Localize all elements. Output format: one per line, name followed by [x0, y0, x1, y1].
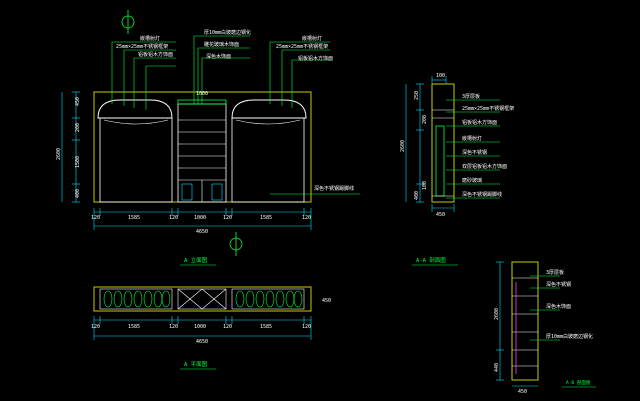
elev-hdim-5: 120 — [223, 215, 232, 221]
elevation-leaders — [111, 35, 360, 195]
elev-vdim-4: 1500 — [75, 156, 81, 168]
side-bottom-dim: 450 — [436, 212, 445, 218]
plan-hdim-2: 1585 — [128, 324, 140, 330]
detail-note-2: 深色不锈钢 — [546, 281, 571, 288]
section-marker-bottom — [229, 232, 243, 256]
plan-total-width: 4650 — [196, 339, 208, 345]
elevation-right-cabinet — [231, 117, 305, 203]
plan-hdim-6: 1585 — [260, 324, 272, 330]
side-note-1: 3厚层板 — [462, 93, 480, 100]
elevation-left-canopy — [97, 99, 173, 119]
side-top-dim-lines — [431, 76, 447, 84]
side-caption: A-A 剖面图 — [416, 256, 446, 264]
side-note-7: 磨砂玻璃 — [462, 177, 482, 184]
plan-hdim-1: 120 — [91, 324, 100, 330]
elevation-right-canopy — [231, 99, 307, 119]
side-vdim-5: 400 — [414, 191, 420, 200]
detail-caption: A-B 剖面图 — [566, 379, 591, 386]
detail-bottom-dim: 450 — [518, 389, 527, 395]
side-note-8: 深色不锈钢踢脚线 — [462, 191, 502, 198]
side-vdim-2: 200 — [422, 115, 428, 124]
front-elevation: 嵌槽射灯 25mm×25mm不锈钢框架 铝板铝木方饰面 厚10mm白玻磨边钢化 … — [56, 10, 360, 266]
lower-drawers — [181, 183, 223, 201]
elev-note-8: 25mm×25mm不锈钢框架 — [276, 43, 328, 50]
elev-note-1: 嵌槽射灯 — [140, 35, 160, 42]
elev-hdim-7: 120 — [302, 215, 311, 221]
plan-view: 120 1585 120 1000 120 1585 120 4650 450 … — [91, 286, 331, 370]
plan-hdim-4: 1000 — [194, 324, 206, 330]
side-vdim-1: 250 — [414, 91, 420, 100]
detail-leaders — [530, 275, 560, 341]
side-note-6: 双层铝板铝木方饰面 — [462, 163, 507, 170]
plan-hdim-7: 120 — [302, 324, 311, 330]
center-shelf-lines — [178, 119, 226, 202]
elev-side-note: 深色不锈钢踢脚线 — [314, 185, 354, 192]
side-bottom-dim-lines — [431, 204, 455, 212]
side-section-body — [431, 83, 455, 203]
elev-vdim-3: 2600 — [56, 148, 62, 160]
right-rail — [235, 119, 301, 125]
side-note-5: 深色不锈钢 — [462, 149, 487, 156]
side-section-inner — [435, 125, 445, 197]
detail-vdim-2: 440 — [494, 363, 500, 372]
elev-note-9: 铝板铝木方饰面 — [298, 55, 333, 62]
side-note-3: 铝板铝木方饰面 — [462, 119, 497, 126]
elev-center-label: 1000 — [196, 91, 208, 97]
side-vdim-3: 2600 — [400, 140, 406, 152]
detail-note-4: 厚10mm白玻磨边钢化 — [546, 333, 593, 340]
elev-vdim-2: 200 — [75, 123, 81, 132]
elev-total-width: 4650 — [196, 229, 208, 235]
plan-right-hangers — [235, 290, 303, 308]
elev-vdim-1: 450 — [75, 97, 81, 106]
side-top-dim: 100 — [436, 73, 445, 79]
plan-right-section — [231, 288, 305, 310]
elev-note-2: 25mm×25mm不锈钢框架 — [116, 43, 168, 50]
elev-horizontal-dims — [93, 208, 312, 230]
elev-hdim-1: 120 — [91, 215, 100, 221]
elev-note-5: 雕花玻璃木饰面 — [204, 41, 239, 48]
detail-vdim-1: 2600 — [494, 308, 500, 320]
side-vdim-4: 100 — [422, 181, 428, 190]
plan-outline — [93, 286, 312, 312]
side-leaders — [446, 99, 500, 199]
elev-vdim-5: 400 — [75, 189, 81, 198]
plan-hdim-5: 120 — [223, 324, 232, 330]
detail-dim-lines — [496, 261, 538, 387]
plan-left-hangers — [103, 290, 171, 308]
side-vertical-dim-lines — [405, 83, 424, 203]
elevation-outer-frame — [93, 91, 312, 203]
elev-caption: A 立面图 — [184, 256, 208, 264]
elev-hdim-4: 1000 — [194, 215, 206, 221]
plan-right-label: 450 — [322, 298, 331, 304]
plan-left-section — [99, 288, 173, 310]
plan-hdim-3: 120 — [169, 324, 178, 330]
plan-dim-lines — [93, 316, 312, 340]
plan-center-cross — [177, 288, 227, 310]
elev-hdim-2: 1585 — [128, 215, 140, 221]
side-note-2: 25mm×25mm不锈钢框架 — [462, 105, 514, 112]
elev-note-6: 深色木饰面 — [206, 53, 231, 60]
plan-caption: A 平面图 — [184, 360, 208, 368]
elev-note-7: 嵌槽射灯 — [302, 35, 322, 42]
elev-hdim-3: 120 — [169, 215, 178, 221]
side-note-4: 嵌槽射灯 — [462, 135, 482, 142]
detail-note-3: 深色木饰面 — [546, 303, 571, 310]
side-section: 3厚层板 25mm×25mm不锈钢框架 铝板铝木方饰面 嵌槽射灯 深色不锈钢 双… — [400, 73, 514, 266]
elev-note-3: 铝板铝木方饰面 — [138, 51, 173, 58]
detail-section: 3厚层板 深色不锈钢 深色木饰面 厚10mm白玻磨边钢化 2600 440 45… — [494, 261, 596, 395]
elev-note-4: 厚10mm白玻磨边钢化 — [204, 29, 251, 36]
section-marker-top — [121, 10, 135, 34]
elev-hdim-6: 1585 — [260, 215, 272, 221]
left-rail — [103, 119, 169, 125]
elev-vertical-dims — [61, 91, 80, 203]
elevation-left-cabinet — [99, 117, 173, 203]
detail-body — [511, 261, 539, 381]
detail-note-1: 3厚层板 — [546, 269, 564, 276]
